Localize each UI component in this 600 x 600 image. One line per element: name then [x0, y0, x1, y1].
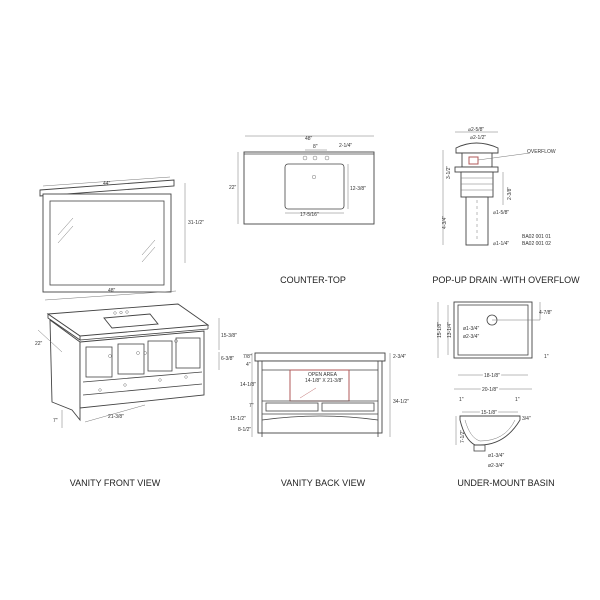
basin-inner-width: 18-1/8": [484, 373, 500, 379]
drain-model-1: BA02 001 01: [522, 234, 551, 240]
vanity-back-view: OPEN AREA 14-1/8" X 21-3/8" 7/8" 4" 14-1…: [230, 352, 409, 488]
rail-dim: 4": [246, 362, 251, 368]
lower-height-dim: 6-3/8": [221, 356, 234, 362]
basin-width-dim: 17-5/16": [300, 212, 319, 218]
leg-dim: 8-1/2": [238, 427, 251, 433]
open-height-dim: 14-1/8": [240, 382, 256, 388]
section-rim-left: 1": [459, 397, 464, 403]
countertop-view: 48" 8" 2-1/4" 22" 12-3/8" 17-5/16" COUNT…: [229, 135, 375, 285]
drain-lower-height: 4-3/4": [442, 216, 448, 229]
basin-view: 15-1/8" 13-1/4" 4-7/8" ø1-3/4" ø2-3/4" 1…: [437, 301, 555, 488]
drain-inner-dia: ⌀2-1/2": [470, 135, 486, 141]
basin-drain-offset: 4-7/8": [539, 310, 552, 316]
depth-dim: 22": [35, 341, 43, 347]
drain-thread-height: 2-3/8": [507, 187, 513, 200]
countertop-width-dim: 48": [305, 136, 313, 142]
top-width-dim: 48": [108, 288, 116, 294]
drain-upper-height: 3-1/2": [446, 166, 452, 179]
vanity-front-title: VANITY FRONT VIEW: [70, 478, 161, 488]
backsplash-dim: 2-3/4": [393, 354, 406, 360]
basin-title: UNDER-MOUNT BASIN: [457, 478, 554, 488]
basin-drain-large: ø2-3/4": [463, 334, 479, 340]
basin-outer-depth: 15-1/8": [437, 322, 443, 338]
vanity-front-view: 44" 31-1/2" 48" 22" 15: [35, 176, 237, 488]
basin-drain-small: ø1-3/4": [463, 326, 479, 332]
mirror: [39, 179, 175, 293]
basin-inner-depth: 13-1/4": [447, 322, 453, 338]
lower-total-dim: 15-1/2": [230, 416, 246, 422]
section-lip: 3/4": [522, 416, 531, 422]
faucet-spread-dim: 8": [313, 144, 318, 150]
top-thickness-dim: 7/8": [243, 354, 252, 360]
drain-model-2: BA02 001 02: [522, 241, 551, 247]
section-drain-large: ø2-3/4": [488, 463, 504, 469]
mirror-width-dim: 44": [103, 181, 111, 187]
upper-height-dim: 15-3/8": [221, 333, 237, 339]
drain-thread-dia: ⌀1-5/8": [493, 210, 509, 216]
open-area-label: OPEN AREA: [308, 372, 338, 378]
overflow-label: OVERFLOW: [527, 149, 556, 155]
section-drain-small: ø1-3/4": [488, 453, 504, 459]
basin-depth-dim: 12-3/8": [350, 186, 366, 192]
drain-title: POP-UP DRAIN -WITH OVERFLOW: [432, 275, 580, 285]
countertop-title: COUNTER-TOP: [280, 275, 346, 285]
vanity-cabinet: [46, 303, 210, 422]
mirror-height-dim: 31-1/2": [188, 220, 204, 226]
vanity-back-title: VANITY BACK VIEW: [281, 478, 366, 488]
section-height: 7-1/2": [460, 430, 466, 443]
open-area-size: 14-1/8" X 21-3/8": [305, 378, 343, 384]
drain-pipe-dia: ⌀1-1/4": [493, 241, 509, 247]
inner-width-dim: 21-3/8": [108, 414, 124, 420]
drawer-dim: 7": [249, 403, 254, 409]
basin-rim: 1": [544, 354, 549, 360]
drain-view: ⌀2-5/8" ⌀2-1/2" OVERFLOW 3-1/2" 4-3/4" 2…: [432, 127, 580, 285]
basin-outer-width: 20-1/8": [482, 387, 498, 393]
faucet-offset-dim: 2-1/4": [339, 143, 352, 149]
leg-height-dim: 7": [53, 418, 58, 424]
total-height-dim: 34-1/2": [393, 399, 409, 405]
drain-outer-dia: ⌀2-5/8": [468, 127, 484, 133]
section-rim-right: 1": [515, 397, 520, 403]
countertop-depth-dim: 22": [229, 185, 237, 191]
section-width: 15-1/8": [481, 410, 497, 416]
